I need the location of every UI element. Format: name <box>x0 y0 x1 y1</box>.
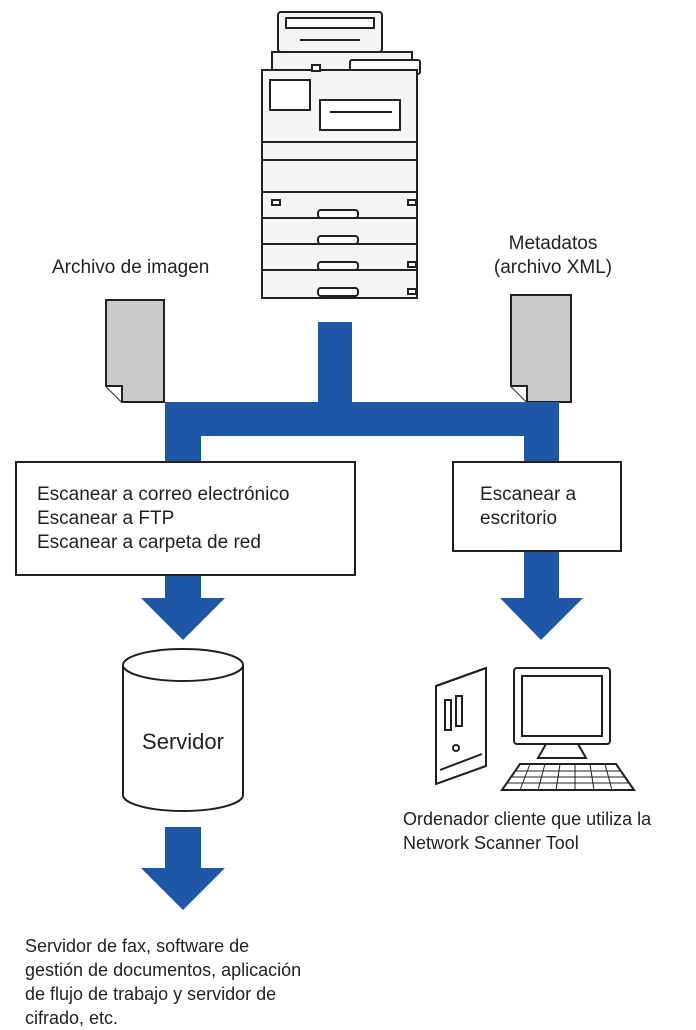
image-file-document-icon <box>105 299 165 403</box>
database-icon <box>122 648 244 812</box>
desktop-computer-icon <box>435 666 636 791</box>
flow-lines <box>141 322 583 910</box>
metadata-document-icon <box>510 294 572 403</box>
server-label: Servidor <box>142 729 224 754</box>
client-pc-label: Ordenador cliente que utiliza la Network… <box>403 809 652 853</box>
image-file-label: Archivo de imagen <box>52 257 210 278</box>
printer-icon <box>261 11 421 299</box>
scan-methods-text: Escanear a correo electrónico Escanear a… <box>37 484 290 553</box>
scan-to-desktop-box: Escanear a escritorio <box>452 461 622 552</box>
destinations-label: Servidor de fax, software de gestión de … <box>25 936 302 1028</box>
scan-methods-box: Escanear a correo electrónico Escanear a… <box>15 461 356 576</box>
scan-to-desktop-text: Escanear a escritorio <box>480 484 577 529</box>
metadata-label: Metadatos (archivo XML) <box>493 233 613 278</box>
